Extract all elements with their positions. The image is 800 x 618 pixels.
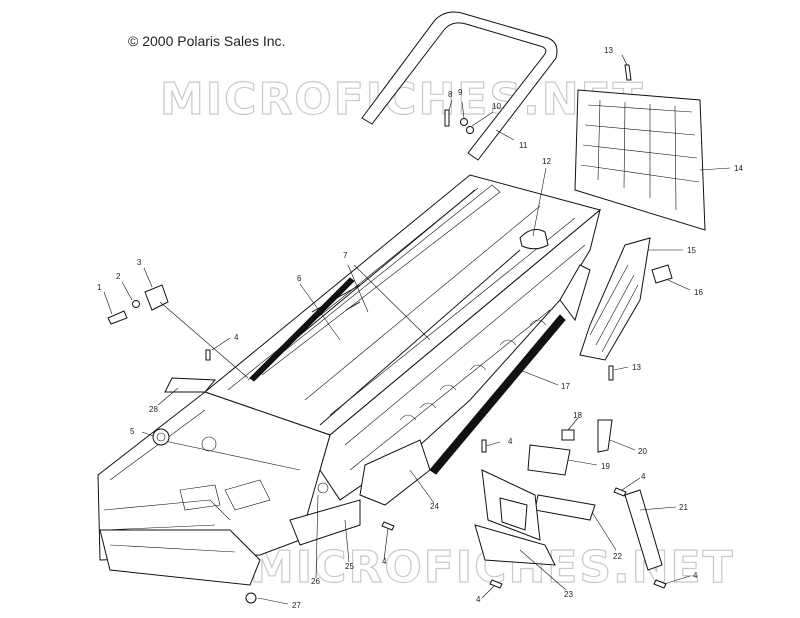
part-5-grommet	[152, 428, 170, 446]
part-4-bolt-b	[481, 439, 487, 453]
part-22-bar	[534, 494, 596, 521]
label-4-c: 4	[382, 557, 387, 566]
part-11-rear-bumper	[361, 11, 558, 161]
label-13-b: 13	[632, 363, 641, 372]
part-number-labels: 1 2 3 4 4 4 4 4 4 5 6 7 8 9 10 11 12 13 …	[97, 46, 743, 610]
part-12-bracket	[519, 229, 549, 250]
part-8-screw	[444, 109, 450, 127]
part-13-screw-side	[608, 365, 614, 381]
label-20: 20	[638, 447, 647, 456]
part-18	[561, 429, 575, 441]
label-5: 5	[130, 427, 135, 436]
part-24	[359, 439, 431, 506]
label-17: 17	[561, 382, 570, 391]
part-4-bolt-e	[489, 579, 503, 589]
part-27-plug	[245, 592, 257, 604]
label-15: 15	[687, 246, 696, 255]
label-6: 6	[297, 274, 302, 283]
label-26: 26	[311, 577, 320, 586]
label-24: 24	[430, 502, 439, 511]
part-6-strip	[249, 277, 355, 382]
part-1-bolt	[107, 310, 128, 325]
part-4-bolt-a	[205, 349, 211, 361]
part-14-rear-flap	[574, 89, 706, 231]
label-12: 12	[542, 157, 551, 166]
label-19: 19	[601, 462, 610, 471]
leader-lines	[103, 54, 731, 605]
part-16	[651, 264, 673, 284]
label-16: 16	[694, 288, 703, 297]
part-23-plate	[474, 469, 556, 566]
label-27: 27	[292, 601, 301, 610]
label-1: 1	[97, 283, 102, 292]
label-4-d: 4	[641, 472, 646, 481]
label-4-f: 4	[693, 571, 698, 580]
label-10: 10	[492, 102, 501, 111]
label-22: 22	[613, 552, 622, 561]
part-17-strip	[429, 314, 566, 475]
part-25	[289, 499, 361, 546]
label-21: 21	[679, 503, 688, 512]
part-19-plate	[527, 444, 571, 476]
part-4-bolt-f	[653, 579, 667, 589]
part-20-clip	[597, 419, 613, 453]
part-9-washer	[460, 118, 468, 126]
part-15-guard	[579, 237, 651, 361]
label-4-a: 4	[234, 333, 239, 342]
label-13-a: 13	[604, 46, 613, 55]
part-10-nut	[466, 126, 474, 134]
label-2: 2	[116, 272, 121, 281]
label-4-b: 4	[508, 437, 513, 446]
copyright-text: © 2000 Polaris Sales Inc.	[128, 33, 285, 49]
part-2-washer	[132, 300, 140, 308]
label-28: 28	[149, 405, 158, 414]
label-8: 8	[448, 90, 453, 99]
part-4-bolt-c	[381, 521, 395, 531]
label-18: 18	[573, 411, 582, 420]
label-11: 11	[519, 141, 528, 150]
label-7: 7	[343, 251, 348, 260]
part-4-bolt-d	[613, 487, 627, 497]
label-14: 14	[734, 164, 743, 173]
label-9: 9	[458, 88, 463, 97]
part-21-strap	[624, 489, 663, 571]
label-4-e: 4	[476, 595, 481, 604]
label-23: 23	[564, 590, 573, 599]
label-25: 25	[345, 562, 354, 571]
label-3: 3	[137, 258, 142, 267]
part-13-screw-top	[624, 64, 632, 81]
